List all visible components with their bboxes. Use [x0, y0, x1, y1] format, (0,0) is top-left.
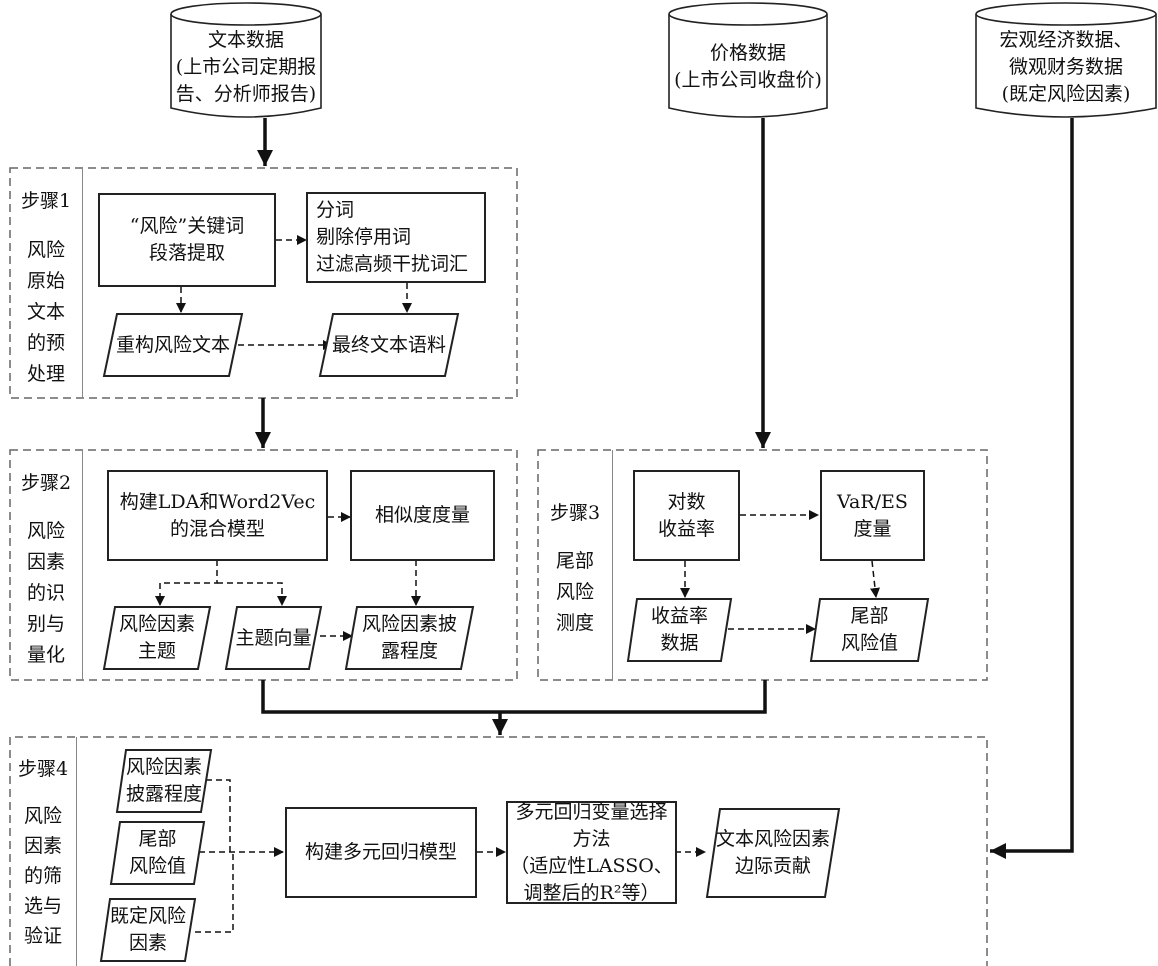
step-title: 风险 原始 文本 的预 处理 — [26, 239, 65, 385]
output-risk-factor-topics: 风险因素 主题 — [102, 606, 212, 670]
step-title: 尾部 风险 测度 — [555, 550, 594, 634]
step-number: 步骤1 — [20, 190, 72, 212]
step-number: 步骤4 — [17, 758, 69, 780]
source-macro-data: 宏观经济数据、 微观财务数据 (既定风险因素) — [975, 2, 1157, 118]
output-return-data: 收益率 数据 — [626, 598, 733, 662]
process-lda-word2vec-model: 构建LDA和Word2Vec 的混合模型 — [107, 470, 328, 561]
step4-label: 步骤4 风险 因素 的筛 选与 验证 — [10, 737, 77, 966]
output-marginal-contribution: 文本风险因素 边际贡献 — [705, 808, 841, 898]
source-label: 价格数据 (上市公司收盘价) — [674, 42, 822, 91]
database-icon — [975, 2, 1157, 118]
process-keyword-extraction: “风险”关键词 段落提取 — [98, 193, 276, 287]
step-title: 风险 因素 的筛 选与 验证 — [23, 805, 62, 947]
source-label: 宏观经济数据、 微观财务数据 (既定风险因素) — [999, 28, 1133, 105]
database-icon — [170, 2, 322, 118]
step1-label: 步骤1 风险 原始 文本 的预 处理 — [10, 168, 83, 398]
process-multiple-regression-model: 构建多元回归模型 — [285, 807, 477, 898]
merge-line — [261, 680, 767, 714]
process-variable-selection-label: 多元回归变量选择方法 （适应性LASSO、 调整后的R²等） — [510, 800, 673, 904]
output-reconstructed-risk-text: 重构风险文本 — [102, 313, 244, 377]
step3-label: 步骤3 尾部 风险 测度 — [538, 450, 613, 680]
input-established-risk-factors: 既定风险 因素 — [99, 898, 197, 962]
source-label: 文本数据 (上市公司定期报 告、分析师报告) — [175, 28, 317, 105]
input-risk-disclosure-level: 风险因素 披露程度 — [115, 749, 213, 813]
source-text-data: 文本数据 (上市公司定期报 告、分析师报告) — [170, 2, 322, 118]
output-topic-vectors: 主题向量 — [224, 606, 323, 670]
macro-data-arrow — [990, 118, 1074, 859]
process-variable-selection: 多元回归变量选择方法 （适应性LASSO、 调整后的R²等） — [506, 801, 677, 904]
output-final-corpus: 最终文本语料 — [318, 313, 460, 377]
output-tail-risk-value: 尾部 风险值 — [809, 598, 930, 662]
source-price-data: 价格数据 (上市公司收盘价) — [668, 2, 828, 118]
step-number: 步骤2 — [20, 472, 72, 494]
input-tail-risk-value: 尾部 风险值 — [109, 821, 206, 885]
step-title: 风险 因素 的识 别与 量化 — [26, 520, 65, 666]
step2-label: 步骤2 风险 因素 的识 别与 量化 — [10, 450, 83, 680]
process-var-es-measure: VaR/ES 度量 — [820, 470, 925, 561]
database-icon — [668, 2, 828, 118]
output-risk-disclosure-level: 风险因素披 露程度 — [344, 606, 475, 670]
process-similarity-measure: 相似度度量 — [350, 470, 495, 561]
step-number: 步骤3 — [549, 502, 601, 524]
process-log-returns: 对数 收益率 — [633, 470, 740, 561]
process-tokenization: 分词 剔除停用词 过滤高频干扰词汇 — [306, 192, 486, 283]
